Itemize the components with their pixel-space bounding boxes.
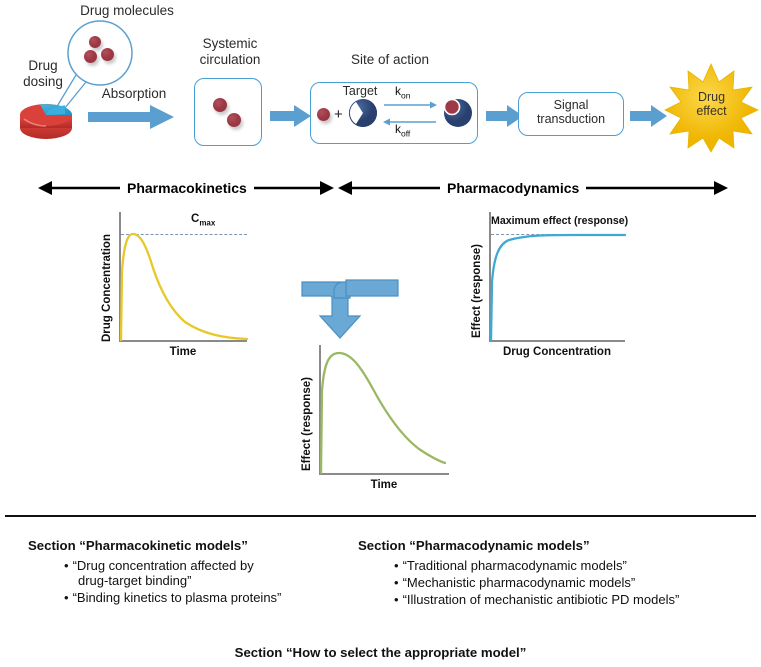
chart-pk-concentration-time: Drug Concentration Cmax Time xyxy=(95,212,255,362)
bullet-dot-icon: • xyxy=(64,590,69,605)
signal-line1: Signal xyxy=(553,98,589,112)
systemic-line1: Systemic xyxy=(202,36,258,51)
drug-pill-icon xyxy=(20,104,72,139)
k-on-base: k xyxy=(395,84,401,98)
drug-molecule-dot xyxy=(317,108,330,121)
signal-transduction-label: Signal transduction xyxy=(518,98,624,127)
drug-target-complex-icon xyxy=(443,98,472,127)
footer-section-heading: Section “How to select the appropriate m… xyxy=(234,645,527,660)
drug-molecule-dot xyxy=(213,98,227,112)
chart1-y-label: Drug Concentration xyxy=(101,234,113,342)
k-off-label: koff xyxy=(395,122,410,138)
chart2-emax-annotation: Maximum effect (response) xyxy=(491,215,629,227)
bullet-dot-icon: • xyxy=(394,575,399,590)
pd-bullet-text: “Traditional pharmacodynamic models” xyxy=(402,558,627,573)
pk-section-block: Section “Pharmacokinetic models” •“Drug … xyxy=(28,538,281,605)
drug-molecule-dot xyxy=(227,113,241,127)
drug-effect-starburst xyxy=(664,63,759,153)
drug-dosing-line1: Drug xyxy=(28,58,58,73)
site-of-action-label: Site of action xyxy=(350,52,430,67)
bullet-dot-icon: • xyxy=(64,558,69,573)
pk-bullet-item-continuation: drug-target binding” xyxy=(64,573,281,588)
drug-molecule-dot xyxy=(89,36,101,48)
cmax-base: C xyxy=(191,213,200,225)
chart2-y-label: Effect (response) xyxy=(471,244,483,338)
pk-bullet-text: drug-target binding” xyxy=(78,573,192,588)
chart1-cmax-line xyxy=(121,234,247,235)
signal-transduction-box xyxy=(518,92,624,136)
cmax-sub: max xyxy=(199,218,216,228)
pd-section-heading: Section “Pharmacodynamic models” xyxy=(358,538,590,553)
k-off-sub: off xyxy=(401,128,411,139)
drug-effect-label: Drug effect xyxy=(664,90,759,119)
chart3-x-label: Time xyxy=(370,479,398,491)
section-divider-rule xyxy=(5,515,756,518)
chart3-y-axis xyxy=(319,345,321,473)
chart2-x-axis xyxy=(489,340,625,342)
chart3-curve xyxy=(319,351,447,475)
pk-bullet-item: •“Drug concentration affected by xyxy=(64,558,281,573)
chart2-x-label: Drug Concentration xyxy=(503,346,611,358)
target-receptor-icon xyxy=(348,99,377,127)
pk-bullet-item: •“Binding kinetics to plasma proteins” xyxy=(64,590,281,605)
chart1-x-axis xyxy=(119,340,247,342)
chart2-curve xyxy=(489,233,627,342)
absorption-label: Absorption xyxy=(101,86,167,101)
pk-bullet-text: “Drug concentration affected by xyxy=(72,558,254,573)
chart-pd-effect-time: Effect (response) Time xyxy=(295,345,470,500)
pd-bullet-item: •“Illustration of mechanistic antibiotic… xyxy=(394,592,679,607)
bullet-dot-icon: • xyxy=(394,558,399,573)
systemic-circulation-box xyxy=(194,78,262,146)
pharmacodynamics-label: Pharmacodynamics xyxy=(440,180,587,196)
k-off-base: k xyxy=(395,122,401,136)
drug-effect-line2: effect xyxy=(696,104,727,119)
plus-sign: + xyxy=(334,106,343,123)
pd-bullet-text: “Illustration of mechanistic antibiotic … xyxy=(402,592,680,607)
binding-kinetics-arrows xyxy=(383,101,437,126)
pd-bullet-item: •“Traditional pharmacodynamic models” xyxy=(394,558,679,573)
pk-bullet-text: “Binding kinetics to plasma proteins” xyxy=(72,590,282,605)
converging-merge-arrow xyxy=(301,279,399,339)
drug-dosing-line2: dosing xyxy=(23,73,63,89)
chart3-y-label: Effect (response) xyxy=(301,377,313,471)
absorption-arrow xyxy=(88,105,174,129)
pd-bullet-item: •“Mechanistic pharmacodynamic models” xyxy=(394,575,679,590)
pharmacokinetics-label: Pharmacokinetics xyxy=(120,180,254,196)
target-label: Target xyxy=(342,84,378,98)
chart1-y-axis xyxy=(119,212,121,340)
chart-pd-emax: Effect (response) Maximum effect (respon… xyxy=(465,212,635,362)
drug-molecules-label: Drug molecules xyxy=(80,3,174,18)
pk-section-heading: Section “Pharmacokinetic models” xyxy=(28,538,248,553)
k-on-sub: on xyxy=(401,90,411,101)
k-on-label: kon xyxy=(395,84,410,100)
flow-arrow-to-effect xyxy=(630,105,667,127)
systemic-circulation-label: Systemic circulation xyxy=(175,36,285,67)
pd-bullet-text: “Mechanistic pharmacodynamic models” xyxy=(402,575,636,590)
drug-molecule-dot xyxy=(84,50,97,63)
signal-line2: transduction xyxy=(536,112,606,127)
drug-molecules-callout xyxy=(49,20,133,120)
systemic-line2: circulation xyxy=(199,51,261,67)
flow-arrow-to-signal xyxy=(486,105,523,127)
chart3-x-axis xyxy=(319,473,449,475)
chart1-curve xyxy=(119,232,249,342)
chart1-x-label: Time xyxy=(169,346,197,358)
pd-section-block: Section “Pharmacodynamic models” •“Tradi… xyxy=(358,538,679,607)
drug-molecule-dot xyxy=(101,48,114,61)
flow-arrow-to-site xyxy=(270,105,311,127)
drug-effect-line1: Drug xyxy=(697,90,726,104)
chart1-cmax-annotation: Cmax xyxy=(191,213,215,227)
chart2-y-axis xyxy=(489,212,491,340)
drug-dosing-label: Drug dosing xyxy=(8,58,78,89)
bullet-dot-icon: • xyxy=(394,592,399,607)
